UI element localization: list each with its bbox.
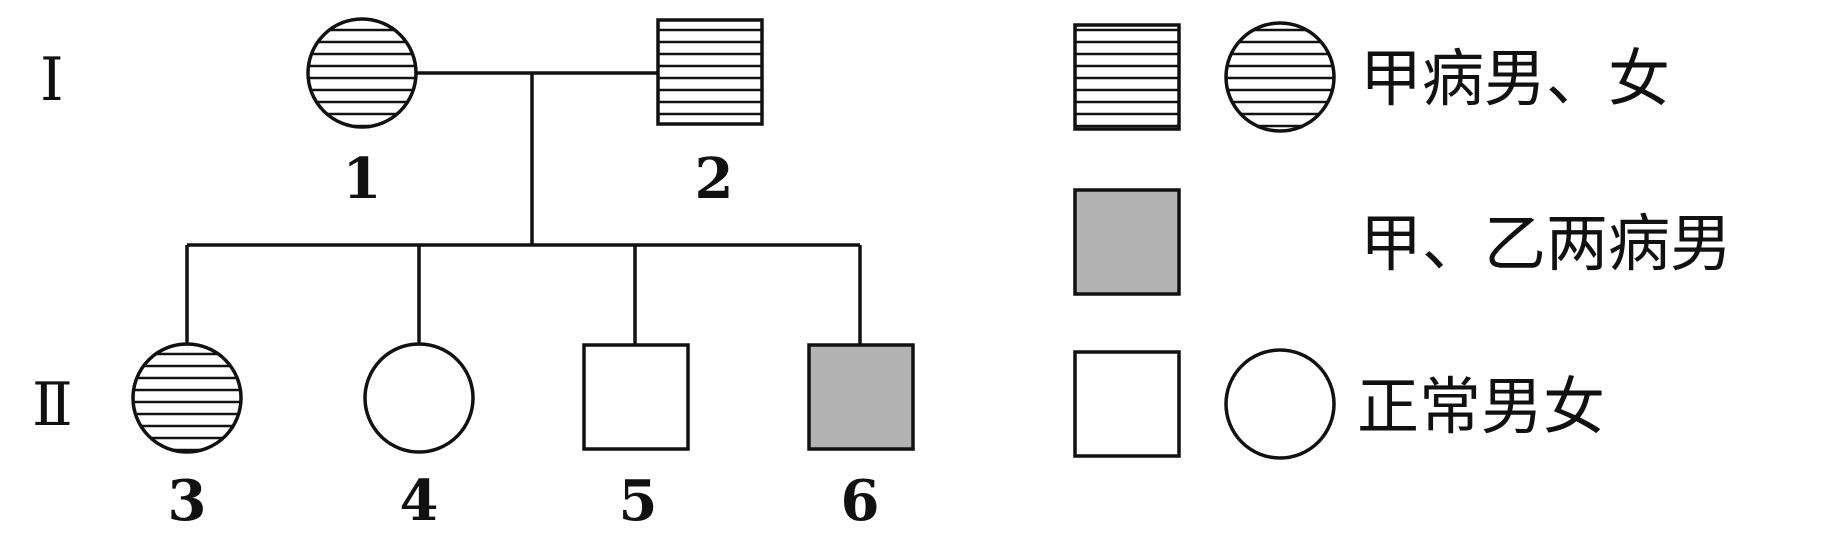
individual-2-label: 2 xyxy=(695,146,734,212)
legend-affected-female-symbol xyxy=(1224,21,1336,133)
individual-5-normal-male xyxy=(582,343,690,451)
individual-3-affected-female xyxy=(131,342,243,454)
legend-normal-label: 正常男女 xyxy=(1357,370,1605,443)
individual-4-label: 4 xyxy=(400,468,439,534)
legend-both-diseases-symbol xyxy=(1073,188,1181,296)
individual-1-label: 1 xyxy=(343,146,382,212)
generation-label-1: Ⅰ xyxy=(40,45,64,115)
legend-both-diseases-label: 甲、乙两病男 xyxy=(1360,207,1732,280)
legend-normal-female-symbol xyxy=(1224,348,1336,460)
individual-5-label: 5 xyxy=(619,468,658,534)
individual-4-normal-female xyxy=(363,342,475,454)
individual-2-affected-male xyxy=(656,18,764,126)
individual-6-both-diseases-male xyxy=(807,343,915,451)
individual-6-label: 6 xyxy=(841,468,880,534)
individual-3-label: 3 xyxy=(168,468,207,534)
generation-label-2: Ⅱ xyxy=(32,370,73,440)
individual-1-affected-female xyxy=(306,17,418,129)
legend-affected-male-symbol xyxy=(1073,23,1181,131)
legend-normal-male-symbol xyxy=(1073,350,1181,458)
legend-disease-a-label: 甲病男、女 xyxy=(1360,42,1670,115)
